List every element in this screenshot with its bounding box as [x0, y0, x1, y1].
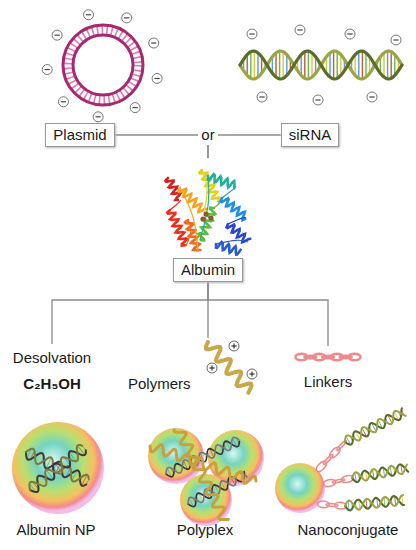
strand: [208, 174, 235, 188]
charge-symbol: [257, 92, 267, 102]
linker-icon: [293, 346, 363, 368]
charge-symbol: [52, 30, 62, 40]
charge-symbol: [295, 25, 305, 35]
base-pairs: [240, 51, 402, 79]
chain-link: [314, 459, 328, 473]
connector-line: [208, 135, 281, 158]
figure-caption: Nanoconjugate: [298, 520, 399, 540]
charge-symbol: [130, 103, 140, 113]
chain-link: [328, 445, 342, 459]
charge-symbol: [84, 10, 94, 20]
chemical-formula: C₂H₅OH: [13, 374, 91, 394]
strand: [227, 224, 251, 242]
strand: [352, 464, 408, 482]
albumin-nanoparticle: [12, 422, 104, 514]
base-pairs: [188, 472, 247, 507]
figure-caption: Polyplex: [177, 520, 234, 540]
sirna-helix: [240, 51, 402, 79]
labeled-box: Albumin: [158, 158, 258, 282]
node-label: Albumin: [173, 258, 243, 282]
labeled-box: siRNA: [281, 123, 340, 147]
method-node: Linkers: [293, 346, 363, 392]
strand: [352, 464, 407, 480]
strand: [240, 51, 402, 79]
charge-symbol: [152, 73, 162, 83]
charge-symbol: [391, 35, 401, 45]
strand: [199, 170, 220, 201]
base-pairs: [30, 445, 86, 492]
strand: [174, 430, 228, 520]
connector-line: [208, 282, 328, 346]
polyplex-figure: [148, 428, 264, 526]
connector-line: [52, 282, 208, 344]
charge-symbol: [367, 92, 377, 102]
node-label: Desolvation: [13, 348, 91, 368]
charge-symbol: [149, 38, 159, 48]
node-label: siRNA: [281, 123, 340, 147]
plasmid-ring: [63, 25, 143, 105]
plus-charge: [247, 369, 257, 379]
strand: [221, 198, 246, 220]
charge-symbol: [93, 112, 103, 122]
labeled-box: Plasmid: [45, 123, 114, 147]
charge-symbol: [122, 13, 132, 23]
chain-link: [349, 354, 361, 361]
node-label: Linkers: [293, 372, 363, 392]
negative-charges: [42, 10, 401, 122]
charge-symbol: [313, 95, 323, 105]
base-pairs: [345, 495, 403, 510]
charge-symbol: [345, 29, 355, 39]
connector-word: or: [198, 125, 217, 145]
nanoconjugate-figure: [275, 408, 408, 513]
charge-symbol: [247, 29, 257, 39]
strand: [240, 51, 402, 79]
node-label: Plasmid: [45, 123, 114, 147]
charge-symbol: [42, 65, 52, 75]
method-node: Polymers: [128, 338, 262, 396]
plus-charge: [229, 341, 239, 351]
figure-caption: Albumin NP: [16, 520, 95, 540]
strand: [345, 496, 404, 510]
connector-line: [115, 135, 208, 158]
strand: [178, 188, 206, 212]
albumin-protein: [158, 158, 258, 256]
strand: [29, 445, 82, 490]
node-label: Polymers: [128, 338, 262, 394]
strand: [345, 495, 403, 510]
strand: [216, 242, 241, 255]
strand: [167, 210, 187, 245]
strand: [206, 342, 252, 393]
strand: [345, 411, 406, 442]
plus-charge: [207, 363, 217, 373]
polymer-icon: [202, 338, 260, 396]
method-node: DesolvationC₂H₅OH: [13, 344, 91, 395]
chain-link: [323, 454, 334, 465]
charge-symbol: [58, 97, 68, 107]
